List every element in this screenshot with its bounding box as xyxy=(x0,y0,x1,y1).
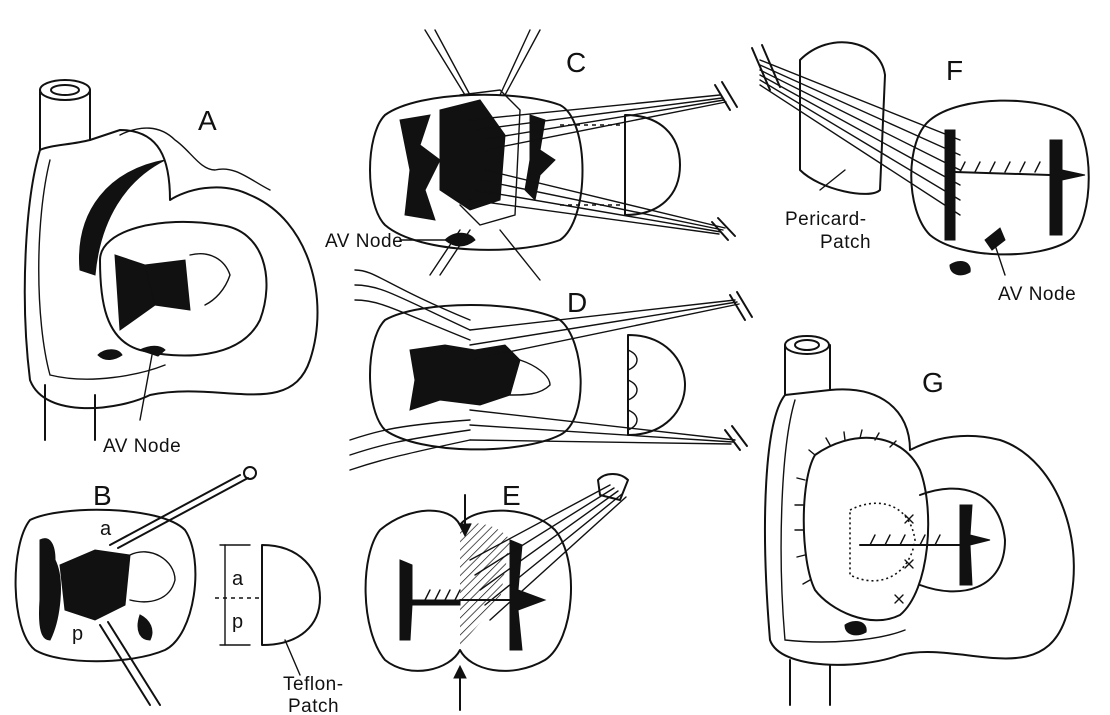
panel-f-letter: F xyxy=(946,55,963,86)
teflon-patch-label-2: Patch xyxy=(288,696,339,715)
panel-c: C AV Node xyxy=(325,30,737,280)
panel-e: E xyxy=(366,474,628,710)
panel-g: G xyxy=(765,336,1074,705)
panel-a-letter: A xyxy=(198,105,217,136)
panel-b-letter: B xyxy=(93,480,112,511)
panel-b-upper-label: a xyxy=(100,518,112,540)
panel-b-lower-label: p xyxy=(72,623,83,645)
panel-a-av-node-label: AV Node xyxy=(103,436,181,457)
teflon-patch-label-1: Teflon- xyxy=(283,674,344,695)
scale-a-label: a xyxy=(232,568,244,590)
panel-e-letter: E xyxy=(502,480,521,511)
panel-b: a p a p B Teflon- Patch xyxy=(16,467,344,715)
panel-f: F Pericard- Patch AV Node xyxy=(752,42,1089,305)
panel-c-letter: C xyxy=(566,47,586,78)
scale-p-label: p xyxy=(232,611,243,633)
pericard-patch-label-2: Patch xyxy=(820,232,871,253)
panel-f-av-node-label: AV Node xyxy=(998,284,1076,305)
panel-g-letter: G xyxy=(922,367,944,398)
panel-c-av-node-label: AV Node xyxy=(325,231,403,252)
pericard-patch-label-1: Pericard- xyxy=(785,209,867,230)
panel-d-letter: D xyxy=(567,287,587,318)
panel-d: D xyxy=(350,270,752,470)
panel-a: A AV Node xyxy=(25,80,318,457)
